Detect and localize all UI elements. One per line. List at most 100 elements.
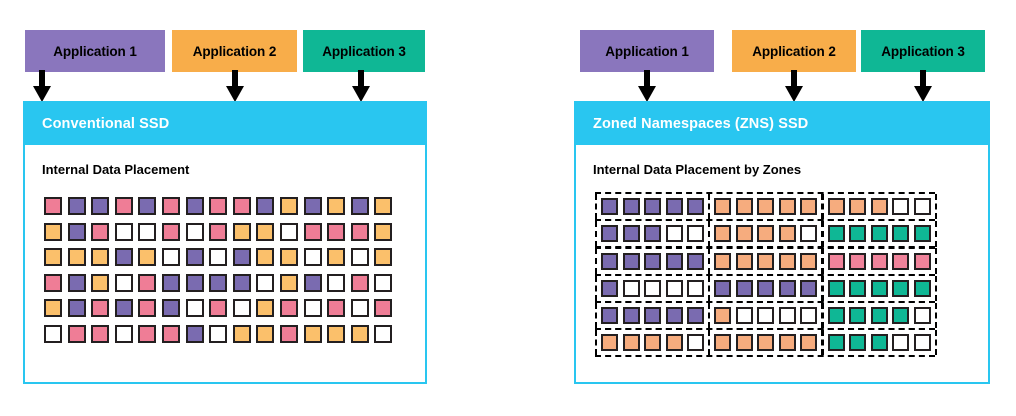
data-block-peach bbox=[778, 252, 796, 270]
data-block-peach bbox=[757, 198, 775, 216]
app-box-application-3[interactable]: Application 3 bbox=[303, 30, 425, 72]
down-arrow-icon bbox=[226, 70, 244, 102]
data-block-peach bbox=[714, 198, 732, 216]
data-block-empty bbox=[114, 222, 133, 241]
data-block-empty bbox=[892, 334, 910, 352]
data-block-purple bbox=[800, 279, 818, 297]
data-block-empty bbox=[913, 306, 931, 324]
data-block-peach bbox=[849, 198, 867, 216]
zone-group-2 bbox=[708, 194, 824, 220]
data-block-peach bbox=[800, 252, 818, 270]
data-block-purple bbox=[601, 198, 619, 216]
data-block-peach bbox=[714, 334, 732, 352]
data-block-purple bbox=[114, 248, 133, 266]
data-block-empty bbox=[350, 299, 369, 317]
data-block-teal bbox=[870, 306, 888, 324]
data-block-purple bbox=[67, 273, 86, 292]
data-block-pink bbox=[327, 299, 346, 317]
zone-group-2 bbox=[708, 248, 824, 274]
data-block-pink bbox=[209, 222, 228, 241]
zone-group-1 bbox=[595, 194, 711, 220]
data-block-purple bbox=[303, 197, 322, 215]
zone-group-2 bbox=[708, 302, 824, 329]
application-boxes-row-conventional: Application 1 Application 2 Application … bbox=[0, 30, 508, 72]
data-block-purple bbox=[622, 225, 640, 243]
data-block-pink bbox=[279, 324, 298, 343]
zoned-placement-row bbox=[595, 300, 937, 331]
data-block-orange bbox=[256, 222, 275, 241]
data-block-peach bbox=[778, 225, 796, 243]
zone-group-2 bbox=[708, 275, 824, 301]
data-block-pink bbox=[327, 222, 346, 241]
data-block-orange bbox=[256, 299, 275, 317]
application-boxes-row-zns: Application 1 Application 2 Application … bbox=[508, 30, 1016, 72]
data-block-orange bbox=[232, 222, 251, 241]
data-block-pink bbox=[209, 197, 228, 215]
app-box-application-3[interactable]: Application 3 bbox=[861, 30, 985, 72]
app-box-application-1[interactable]: Application 1 bbox=[580, 30, 714, 72]
data-block-teal bbox=[870, 279, 888, 297]
zone-group-3 bbox=[821, 302, 937, 329]
data-block-teal bbox=[827, 306, 845, 324]
data-block-purple bbox=[209, 273, 228, 292]
data-block-peach bbox=[622, 334, 640, 352]
zone-group-3 bbox=[821, 248, 937, 274]
data-block-orange bbox=[44, 248, 62, 266]
data-block-empty bbox=[687, 334, 705, 352]
app-box-application-1[interactable]: Application 1 bbox=[25, 30, 165, 72]
data-block-empty bbox=[185, 299, 204, 317]
data-block-peach bbox=[601, 334, 619, 352]
data-block-purple bbox=[622, 198, 640, 216]
zoned-placement-row bbox=[595, 327, 937, 358]
data-block-peach bbox=[735, 334, 753, 352]
data-block-empty bbox=[161, 248, 180, 266]
data-block-orange bbox=[374, 197, 393, 215]
data-block-empty bbox=[209, 248, 228, 266]
app-box-application-2[interactable]: Application 2 bbox=[172, 30, 297, 72]
data-block-orange bbox=[44, 222, 62, 241]
data-block-teal bbox=[827, 334, 845, 352]
data-block-teal bbox=[892, 225, 910, 243]
data-block-purple bbox=[687, 306, 705, 324]
data-block-empty bbox=[279, 222, 298, 241]
data-block-pink bbox=[279, 299, 298, 317]
data-block-teal bbox=[913, 279, 931, 297]
data-placement-grid bbox=[44, 197, 393, 343]
data-block-empty bbox=[665, 279, 683, 297]
data-placement-row bbox=[44, 299, 393, 317]
data-block-empty bbox=[114, 273, 133, 292]
zone-group-1 bbox=[595, 275, 711, 301]
data-block-orange bbox=[44, 299, 62, 317]
data-block-peach bbox=[735, 225, 753, 243]
zns-ssd-header: Zoned Namespaces (ZNS) SSD bbox=[576, 103, 988, 145]
data-block-pink bbox=[91, 299, 110, 317]
data-block-empty bbox=[913, 198, 931, 216]
data-block-purple bbox=[665, 252, 683, 270]
data-block-empty bbox=[644, 279, 662, 297]
data-block-empty bbox=[303, 248, 322, 266]
data-block-pink bbox=[138, 299, 157, 317]
app-box-label: Application 3 bbox=[322, 43, 406, 59]
ssd-header-title: Conventional SSD bbox=[42, 116, 170, 132]
data-block-orange bbox=[232, 324, 251, 343]
data-block-pink bbox=[44, 197, 62, 215]
data-block-purple bbox=[185, 324, 204, 343]
data-block-purple bbox=[67, 197, 86, 215]
data-block-orange bbox=[303, 324, 322, 343]
zone-group-3 bbox=[821, 329, 937, 356]
data-block-orange bbox=[327, 197, 346, 215]
data-block-purple bbox=[161, 273, 180, 292]
zoned-placement-row bbox=[595, 192, 937, 222]
data-block-peach bbox=[778, 334, 796, 352]
data-block-empty bbox=[209, 324, 228, 343]
zns-ssd-panel: Application 1 Application 2 Application … bbox=[508, 0, 1016, 416]
data-block-purple bbox=[601, 225, 619, 243]
app-box-application-2[interactable]: Application 2 bbox=[732, 30, 856, 72]
data-block-pink bbox=[138, 273, 157, 292]
data-block-empty bbox=[892, 198, 910, 216]
zone-group-1 bbox=[595, 329, 711, 356]
data-block-teal bbox=[892, 279, 910, 297]
data-block-purple bbox=[161, 299, 180, 317]
data-block-purple bbox=[644, 306, 662, 324]
